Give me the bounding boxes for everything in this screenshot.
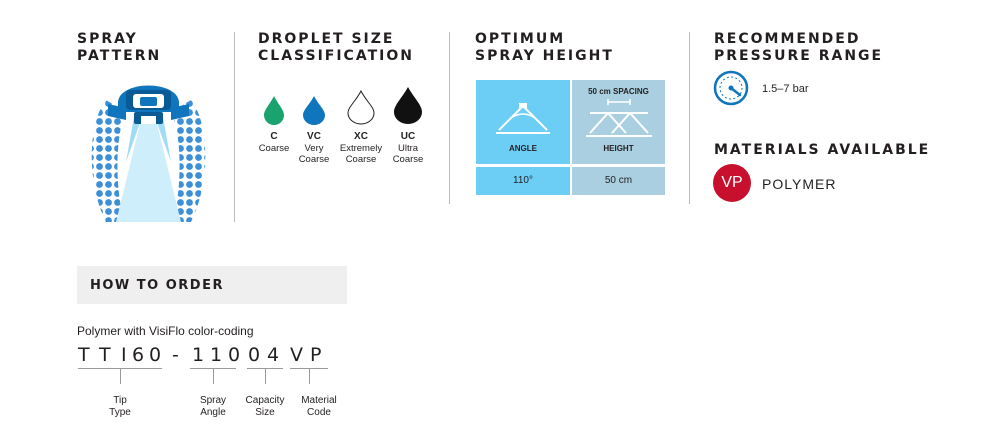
droplet-icon: [264, 96, 284, 125]
droplet-code: UC: [400, 131, 416, 142]
label-capacity-size: Capacity Size: [245, 395, 285, 418]
code-tick: [213, 369, 214, 384]
how-to-order-bar: HOW TO ORDER: [77, 266, 347, 304]
code-tick: [120, 369, 121, 384]
angle-cell: ANGLE: [476, 80, 570, 164]
spacing-label: 50 cm SPACING: [588, 87, 649, 96]
code-char: 0: [149, 344, 162, 366]
pressure-gauge-icon: [713, 70, 749, 106]
code-char: I: [121, 344, 127, 366]
code-char: -: [172, 344, 179, 366]
code-underline: [190, 368, 236, 369]
spray-height-icon: [586, 99, 652, 137]
droplet-name: Very Coarse: [298, 143, 330, 165]
angle-label: ANGLE: [509, 144, 537, 153]
code-char: T: [78, 344, 90, 366]
code-underline: [247, 368, 283, 369]
height-value-cell: 50 cm: [572, 167, 665, 195]
height-value: 50 cm: [604, 175, 633, 186]
label-material-code: Material Code: [301, 395, 337, 418]
droplet-very-coarse: VC Very Coarse: [299, 95, 329, 165]
code-char: 6: [132, 344, 145, 366]
droplet-name: Ultra Coarse: [392, 143, 424, 165]
droplet-name: Extremely Coarse: [339, 143, 383, 165]
code-underline: [78, 368, 162, 369]
vp-badge: VP: [713, 164, 751, 202]
spray-pattern-heading: SPRAY PATTERN: [77, 31, 162, 64]
code-underline: [290, 368, 328, 369]
code-char: 0: [228, 344, 241, 366]
label-spray-angle: Spray Angle: [199, 395, 227, 418]
droplet-name: Coarse: [258, 143, 290, 154]
divider: [449, 32, 450, 204]
droplet-icon: [394, 87, 422, 124]
materials-heading: MATERIALS AVAILABLE: [714, 142, 931, 158]
droplet-code: VC: [307, 131, 321, 142]
code-char: 1: [210, 344, 223, 366]
code-tick: [309, 369, 310, 384]
height-label: HEIGHT: [603, 144, 634, 153]
code-char: P: [310, 344, 322, 366]
spray-angle-icon: [496, 103, 550, 134]
spray-height-heading: OPTIMUM SPRAY HEIGHT: [475, 31, 614, 64]
droplet-coarse: C Coarse: [259, 95, 289, 154]
order-description: Polymer with VisiFlo color-coding: [77, 324, 254, 338]
label-tip-type: Tip Type: [109, 395, 131, 418]
droplet-code: XC: [354, 131, 368, 142]
droplet-icon: [347, 90, 375, 125]
angle-value-cell: 110°: [476, 167, 570, 195]
droplet-code: C: [270, 131, 278, 142]
divider: [234, 32, 235, 222]
droplet-ultra-coarse: UC Ultra Coarse: [393, 86, 423, 165]
code-char: T: [99, 344, 111, 366]
code-char: V: [290, 344, 303, 366]
droplet-extremely-coarse: XC Extremely Coarse: [340, 90, 382, 165]
angle-value: 110°: [513, 175, 533, 186]
spray-pattern-icon: [91, 85, 206, 222]
pressure-range-value: 1.5–7 bar: [762, 83, 809, 95]
droplet-size-heading: DROPLET SIZE CLASSIFICATION: [258, 31, 414, 64]
code-char: 0: [248, 344, 261, 366]
how-to-order-title: HOW TO ORDER: [90, 278, 224, 293]
divider: [689, 32, 690, 204]
code-char: 4: [267, 344, 280, 366]
height-cell: 50 cm SPACING HEIGHT: [572, 80, 665, 164]
code-char: 1: [192, 344, 205, 366]
pressure-range-heading: RECOMMENDED PRESSURE RANGE: [714, 31, 884, 64]
code-tick: [265, 369, 266, 384]
material-name: POLYMER: [762, 176, 837, 192]
droplet-icon: [303, 96, 325, 125]
